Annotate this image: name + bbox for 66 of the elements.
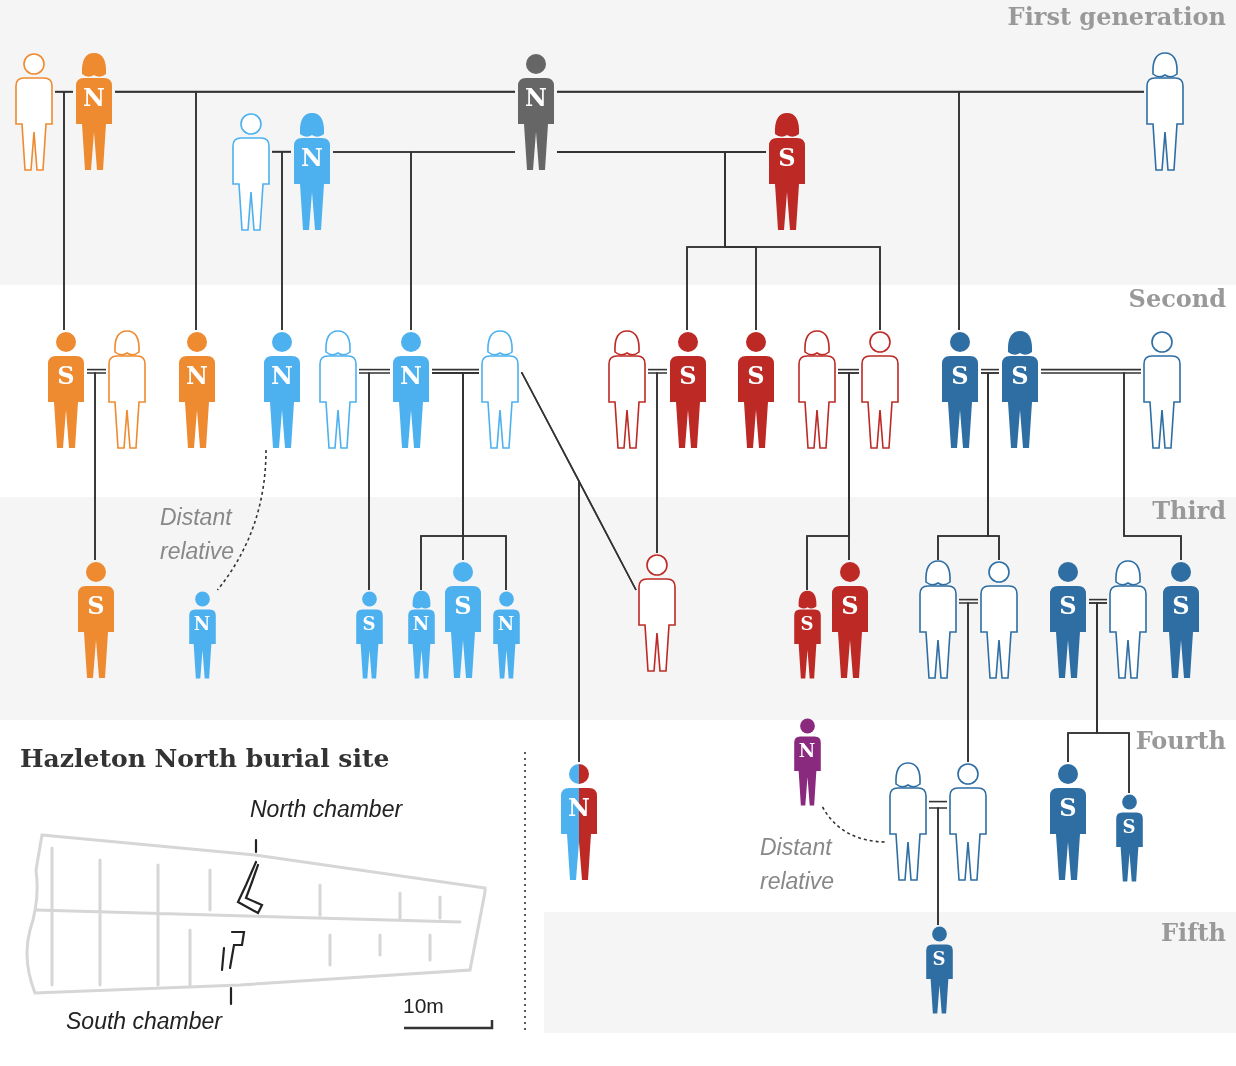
initial-letter: N (797, 742, 817, 760)
family-line (368, 372, 391, 591)
generation-label: Third (1152, 496, 1226, 525)
chamber-label: North chamber (250, 796, 403, 823)
initial-letter: N (496, 615, 516, 633)
initial-letter: N (270, 364, 294, 388)
family-line (967, 602, 979, 763)
initial-letter: S (1171, 594, 1191, 618)
family-line (647, 368, 668, 371)
generation-label: Fourth (1135, 726, 1226, 755)
family-line (937, 807, 948, 926)
family-line (1123, 372, 1182, 561)
family-line (958, 91, 1145, 331)
family-line (195, 91, 516, 331)
initial-letter: S (361, 615, 377, 633)
initial-letter: N (185, 364, 209, 388)
initial-letter: S (56, 364, 76, 388)
family-line (94, 372, 107, 561)
edge-label: Distant relative (160, 503, 236, 566)
initial-letter: N (300, 146, 324, 170)
family-line (410, 151, 516, 331)
initial-letter: N (192, 615, 212, 633)
family-line (958, 598, 979, 601)
initial-letter: S (931, 950, 947, 968)
family-line (848, 372, 860, 561)
family-line (462, 372, 507, 591)
initial-letter: N (524, 86, 548, 110)
initial-letter: S (1058, 594, 1078, 618)
edge-label: Distant relative (760, 833, 836, 896)
initial-letter: S (678, 364, 698, 388)
initial-letter: S (746, 364, 766, 388)
dashed-line (216, 449, 267, 591)
family-line (1040, 368, 1142, 371)
family-line (358, 368, 391, 371)
initial-letter: S (1010, 364, 1030, 388)
initial-letter: N (411, 615, 431, 633)
family-line (63, 91, 74, 331)
initial-letter: N (82, 86, 106, 110)
chamber-label: South chamber (66, 1008, 222, 1035)
generation-label: Fifth (1161, 918, 1226, 947)
initial-letter: S (799, 615, 815, 633)
family-line (1088, 598, 1108, 601)
initial-letter: S (86, 594, 106, 618)
family-line (578, 480, 637, 763)
initial-letter: S (777, 146, 797, 170)
dashed-line (821, 806, 888, 843)
family-line (86, 368, 107, 371)
initial-letter: N (567, 796, 591, 820)
scale-label: 10m (403, 994, 444, 1018)
initial-letter: S (1121, 818, 1137, 836)
initial-letter: S (453, 594, 473, 618)
initial-letter: S (950, 364, 970, 388)
family-line (928, 800, 948, 803)
initial-letter: S (1058, 796, 1078, 820)
generation-label: Second (1128, 284, 1226, 313)
family-line (837, 368, 860, 371)
initial-letter: N (399, 364, 423, 388)
family-line (987, 372, 1000, 561)
family-line (980, 368, 1000, 371)
family-line (281, 151, 292, 331)
family-line (431, 368, 480, 371)
family-line (656, 372, 668, 554)
inset-heading: Hazleton North burial site (20, 744, 390, 773)
family-line (1096, 602, 1130, 794)
initial-letter: S (840, 594, 860, 618)
generation-label: First generation (1007, 2, 1226, 31)
